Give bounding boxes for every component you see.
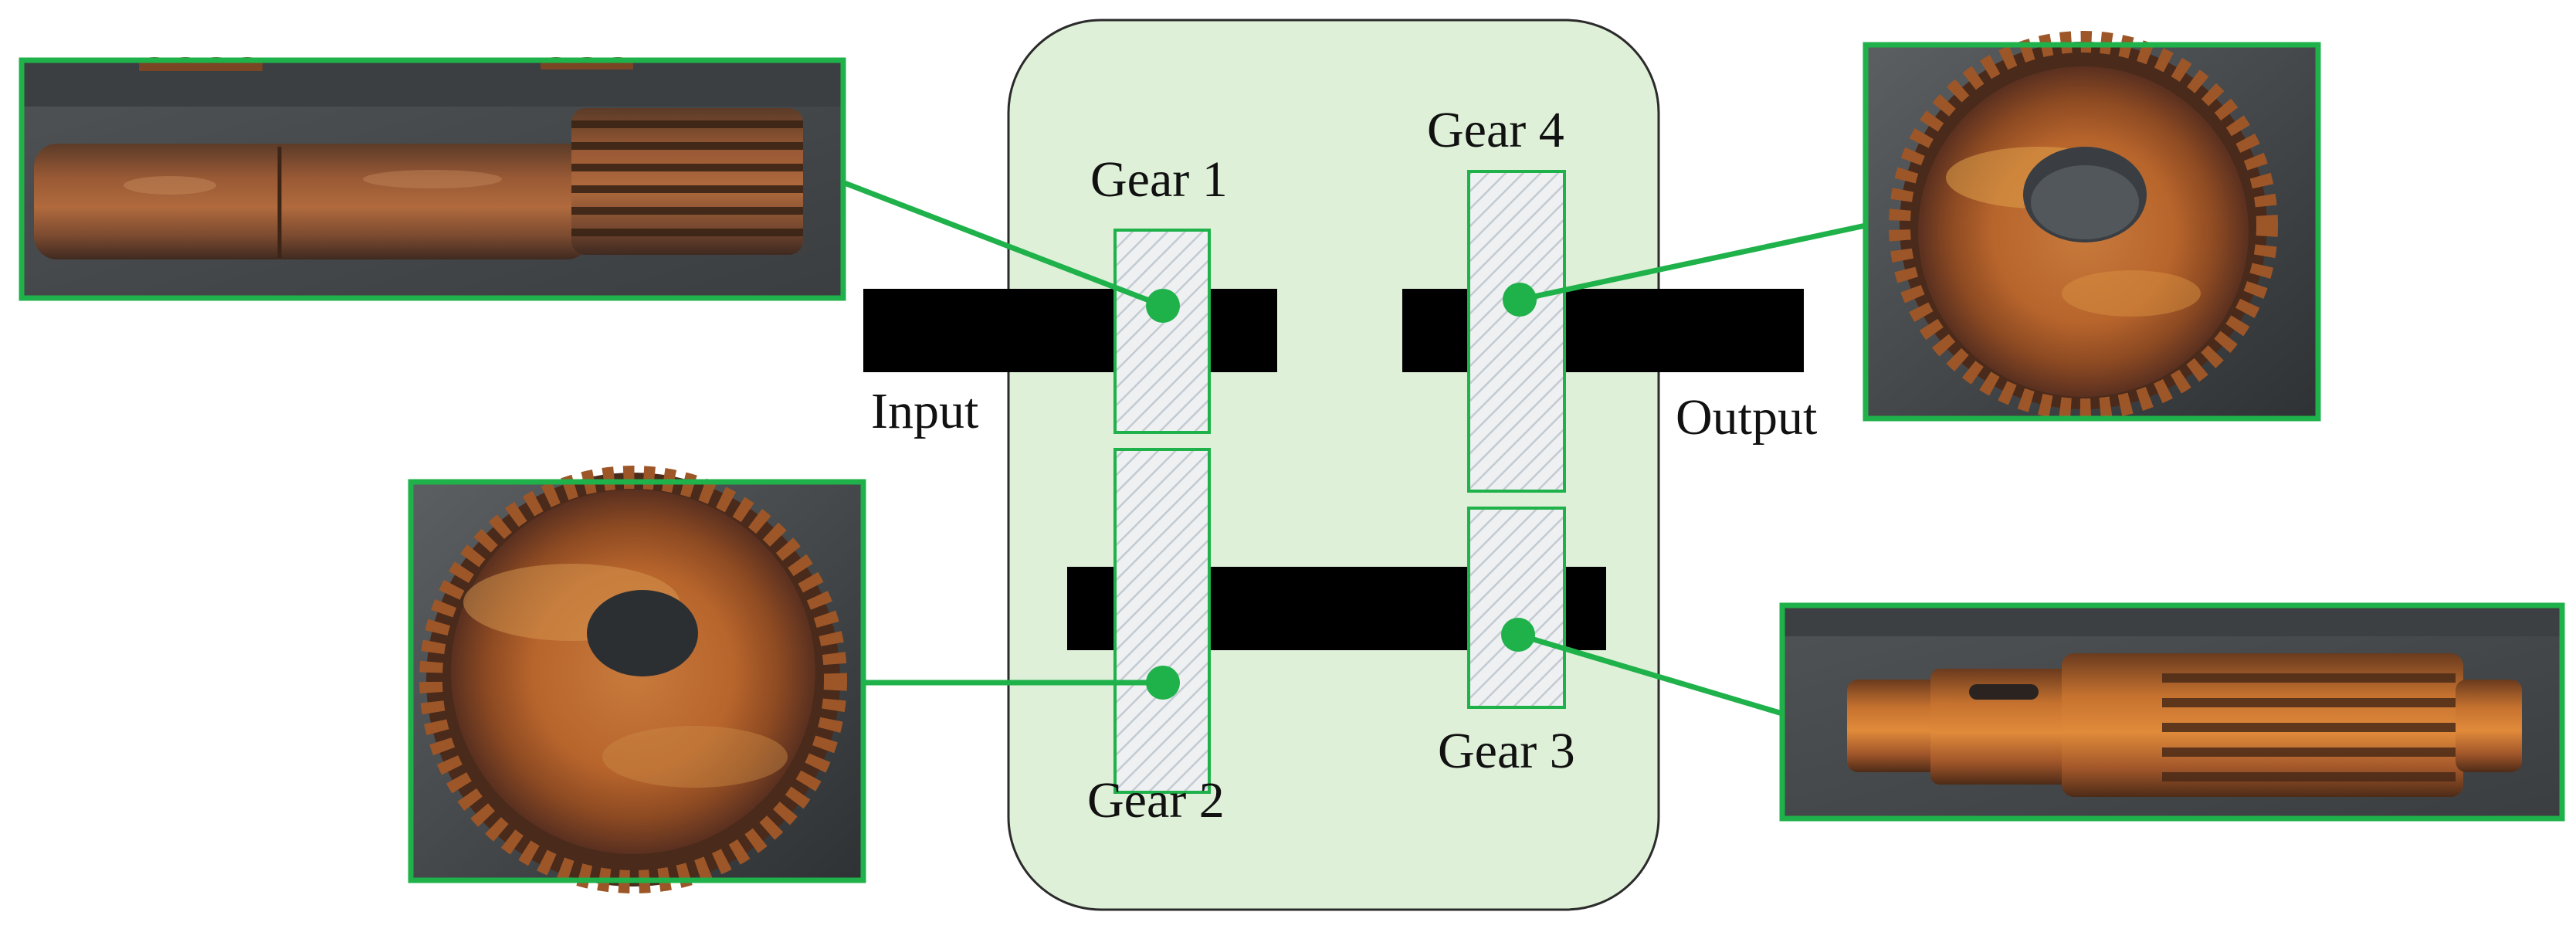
gear-2-label: Gear 2 — [1087, 772, 1225, 829]
input-shaft-photo — [19, 57, 846, 301]
connector-gear4 — [1519, 222, 1866, 303]
output-label: Output — [1676, 389, 1818, 446]
input-label: Input — [871, 383, 979, 439]
gear-3-block — [1467, 507, 1566, 709]
output-shaft — [1402, 289, 1804, 372]
gear-3-marker — [1501, 618, 1535, 652]
gear-1-marker — [1146, 289, 1180, 323]
gear-4-block — [1467, 170, 1566, 493]
gear-4-label: Gear 4 — [1427, 102, 1564, 158]
gear-1-block — [1113, 229, 1211, 434]
gear-2-marker — [1146, 666, 1180, 700]
gear-3-shaft-photo — [1779, 602, 2565, 822]
connector-gear3 — [1517, 632, 1784, 717]
gear-4-marker — [1503, 283, 1537, 317]
connector-gear1 — [837, 178, 1164, 309]
gear-1-label: Gear 1 — [1090, 151, 1228, 208]
gear-3-label: Gear 3 — [1438, 723, 1575, 779]
input-shaft — [863, 289, 1277, 372]
gear-4-photo — [1863, 31, 2321, 422]
gear-2-photo — [408, 466, 866, 893]
gear-2-block — [1113, 448, 1211, 794]
